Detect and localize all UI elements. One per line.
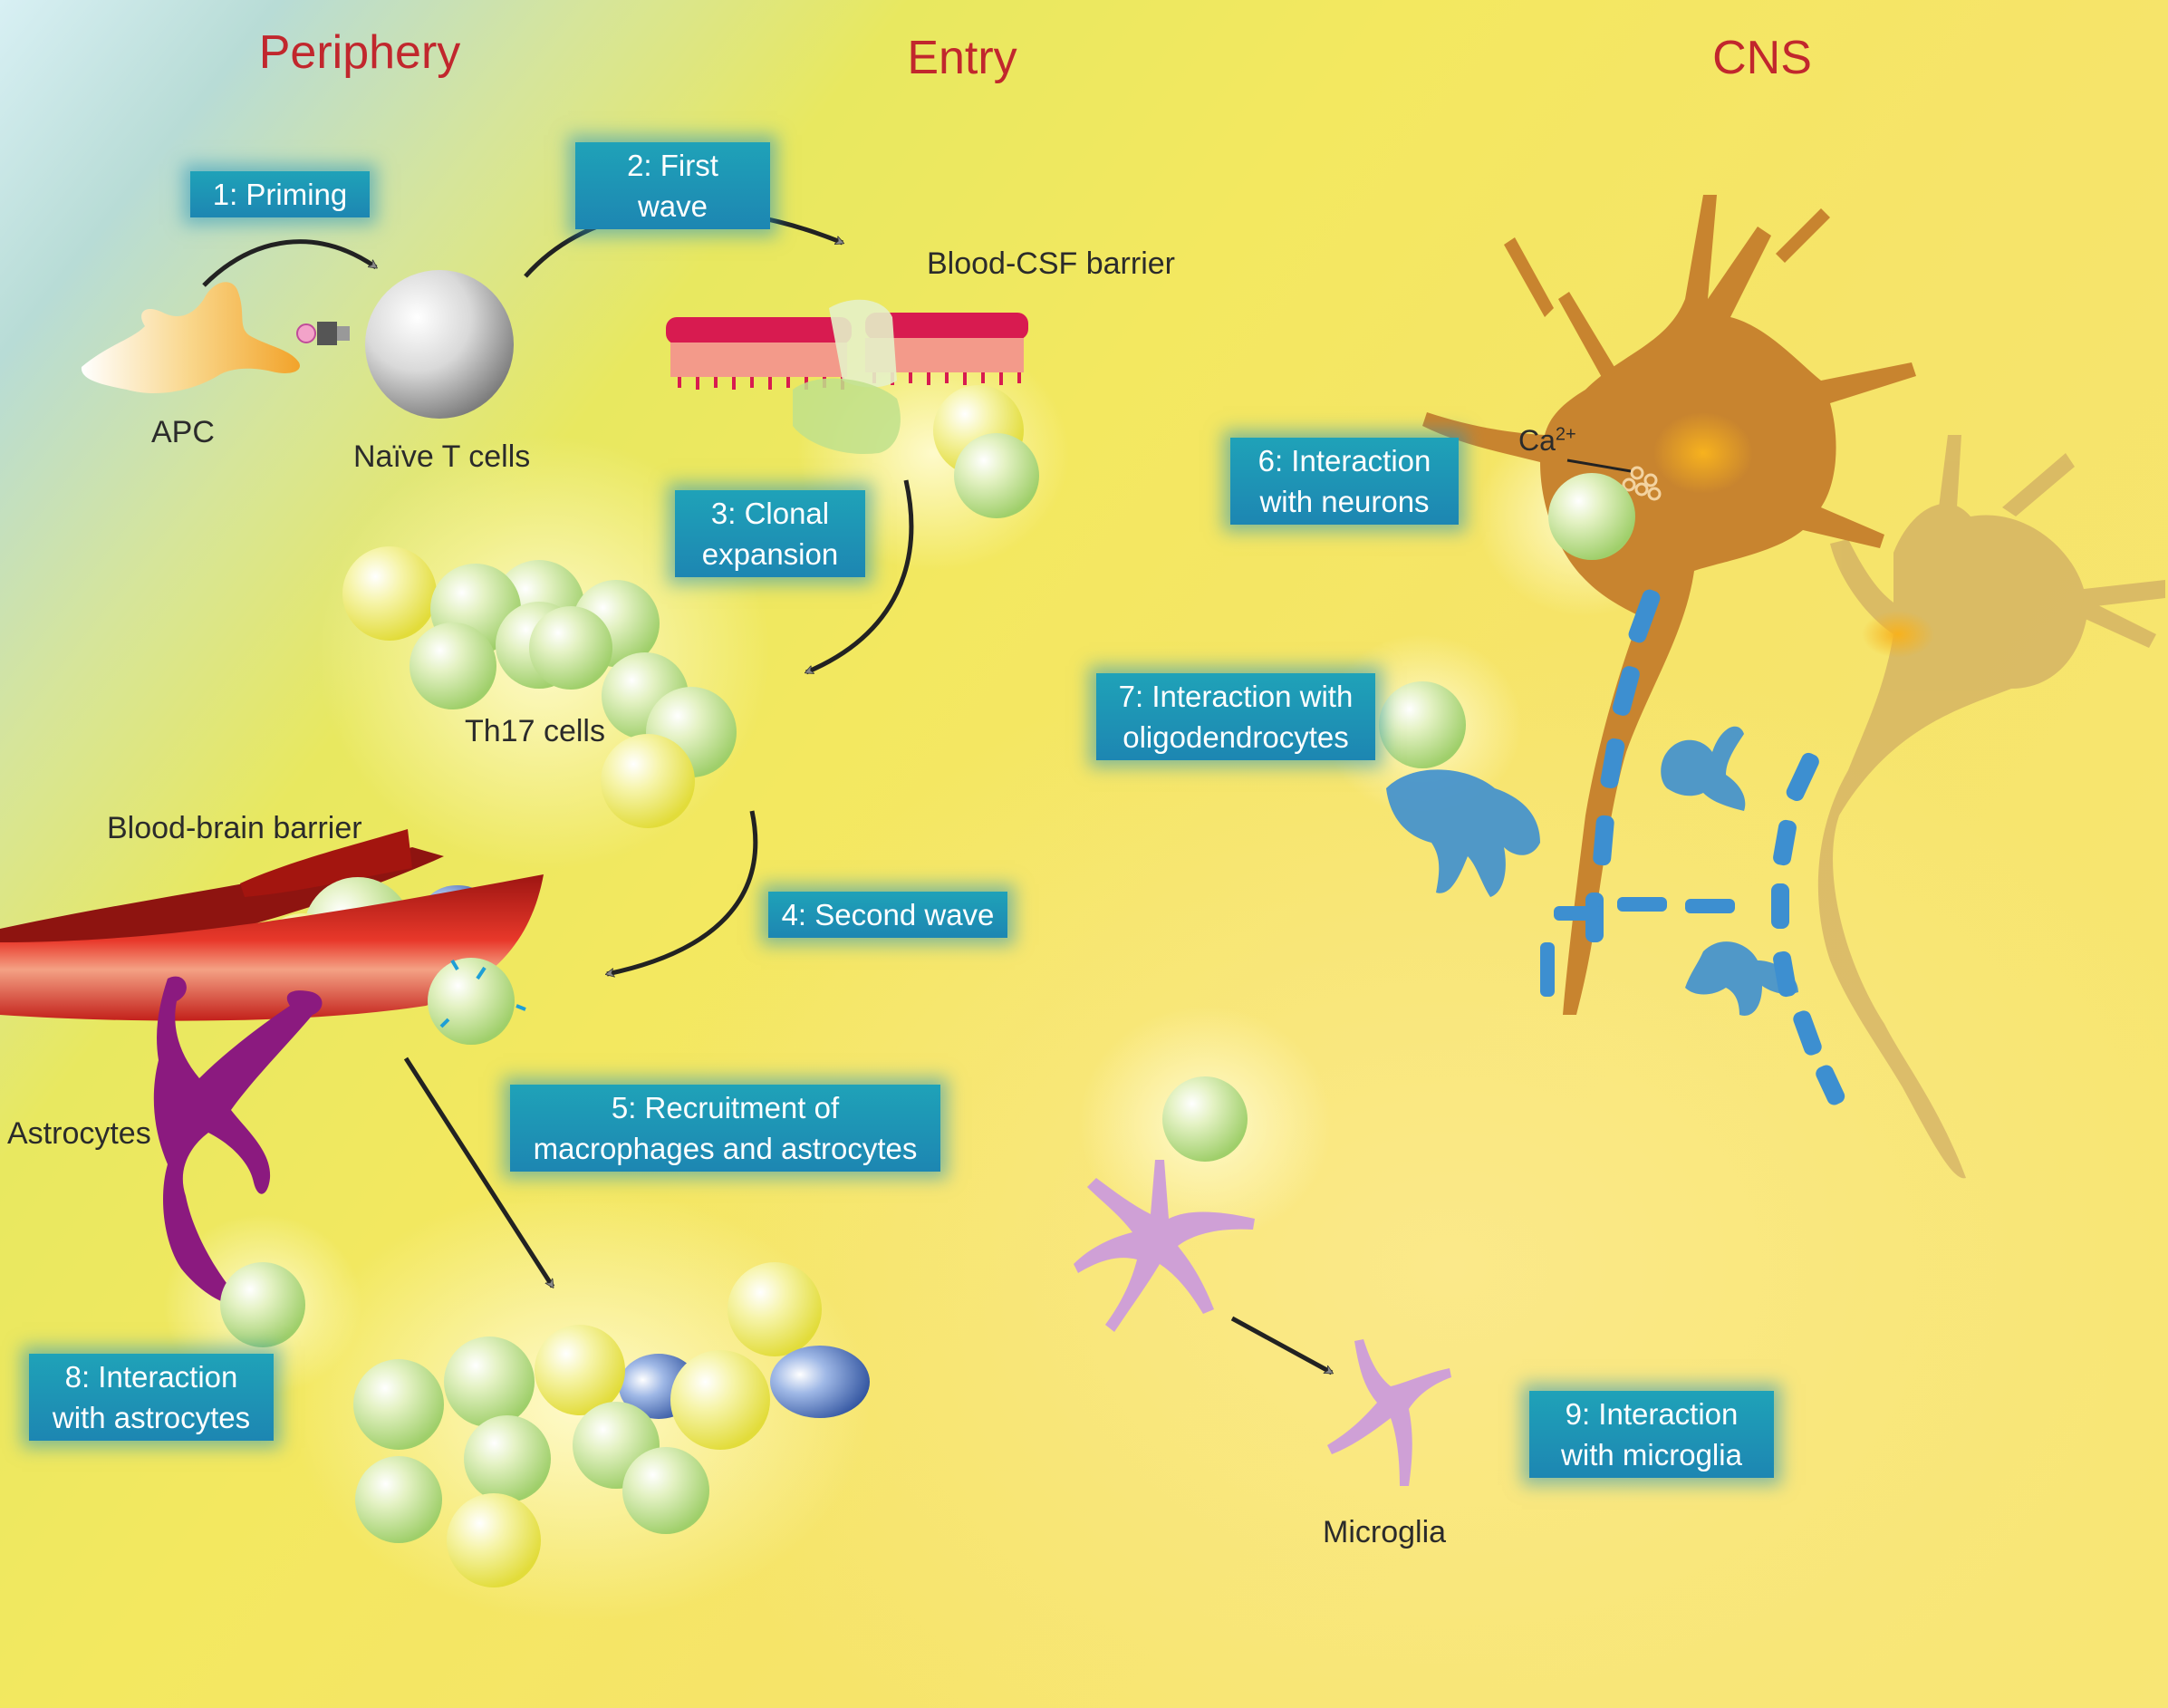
t-cell <box>220 1262 305 1347</box>
region-title-periphery: Periphery <box>258 26 461 79</box>
step-6-line-2: with neurons <box>1259 485 1430 518</box>
step-9-line-1: 9: Interaction <box>1565 1397 1739 1431</box>
region-title-entry: Entry <box>907 32 1017 84</box>
step-8-line-1: 8: Interaction <box>64 1360 238 1394</box>
step-6-neurons: 6: Interaction with neurons <box>1230 438 1459 525</box>
apc-cell <box>81 282 350 394</box>
step-9-microglia: 9: Interaction with microglia <box>1529 1391 1774 1478</box>
calcium-pointer <box>1566 458 1632 473</box>
calcium-charge: 2+ <box>1555 424 1576 445</box>
t-cell <box>954 433 1039 518</box>
step-5-recruitment: 5: Recruitment of macrophages and astroc… <box>510 1085 940 1172</box>
step-4-second-wave: 4: Second wave <box>768 892 1007 938</box>
step-3-line-2: expansion <box>701 537 839 571</box>
label-calcium: Ca2+ <box>1518 424 1576 458</box>
step-2-first-wave: 2: First wave <box>575 142 770 229</box>
region-title-cns: CNS <box>1712 32 1812 84</box>
label-microglia: Microglia <box>1323 1515 1447 1549</box>
label-astrocytes: Astrocytes <box>7 1116 151 1151</box>
arrow-recruitment <box>403 1057 555 1287</box>
label-th17-cells: Th17 cells <box>465 714 605 748</box>
calcium-vesicles <box>1622 466 1662 501</box>
microglia-resting <box>1327 1339 1451 1486</box>
neuron-secondary <box>1817 435 2165 1179</box>
microglia-activated <box>1074 1160 1255 1332</box>
t-cell <box>1162 1076 1248 1162</box>
step-1-priming: 1: Priming <box>190 171 370 217</box>
step-1-line-1: 1: Priming <box>212 178 348 211</box>
arrow-priming <box>202 239 376 287</box>
step-3-clonal-expansion: 3: Clonal expansion <box>675 490 865 577</box>
label-apc: APC <box>151 415 215 449</box>
th17-cluster <box>342 546 737 828</box>
step-6-line-1: 6: Interaction <box>1257 444 1431 478</box>
step-3-line-1: 3: Clonal <box>710 497 830 530</box>
step-4-line-1: 4: Second wave <box>781 898 995 931</box>
naive-t-cell <box>365 270 514 419</box>
step-7-line-2: oligodendrocytes <box>1123 720 1349 754</box>
label-blood-csf-barrier: Blood-CSF barrier <box>927 246 1175 281</box>
blood-vessel <box>0 829 544 1045</box>
oligodendrocyte <box>1386 726 1798 1016</box>
label-naive-t-cells: Naïve T cells <box>353 439 531 474</box>
step-8-astrocytes: 8: Interaction with astrocytes <box>29 1354 274 1441</box>
astrocyte <box>153 976 323 1306</box>
arrow-microglia <box>1230 1316 1332 1375</box>
arrow-second-wave <box>607 810 758 974</box>
recruitment-cluster <box>353 1262 870 1587</box>
label-blood-brain-barrier: Blood-brain barrier <box>107 811 362 845</box>
myelin-segments <box>1540 589 1845 1105</box>
step-5-line-1: 5: Recruitment of <box>611 1091 840 1124</box>
step-8-line-2: with astrocytes <box>52 1401 251 1434</box>
neuron-secondary-nucleus <box>1862 611 1934 658</box>
neuron-nucleus <box>1653 412 1753 494</box>
blood-csf-barrier <box>666 299 1028 454</box>
step-2-line-1: 2: First wave <box>627 149 718 223</box>
t-cell <box>1548 473 1635 560</box>
step-9-line-2: with microglia <box>1561 1438 1742 1472</box>
step-7-line-1: 7: Interaction with <box>1118 680 1354 713</box>
step-5-line-2: macrophages and astrocytes <box>533 1132 918 1165</box>
arrow-clonal-expansion <box>806 479 914 675</box>
t-cell <box>1379 681 1466 768</box>
calcium-symbol: Ca <box>1518 424 1556 457</box>
step-7-oligodendrocytes: 7: Interaction with oligodendrocytes <box>1096 673 1375 760</box>
neuron-primary <box>1422 195 1916 1015</box>
